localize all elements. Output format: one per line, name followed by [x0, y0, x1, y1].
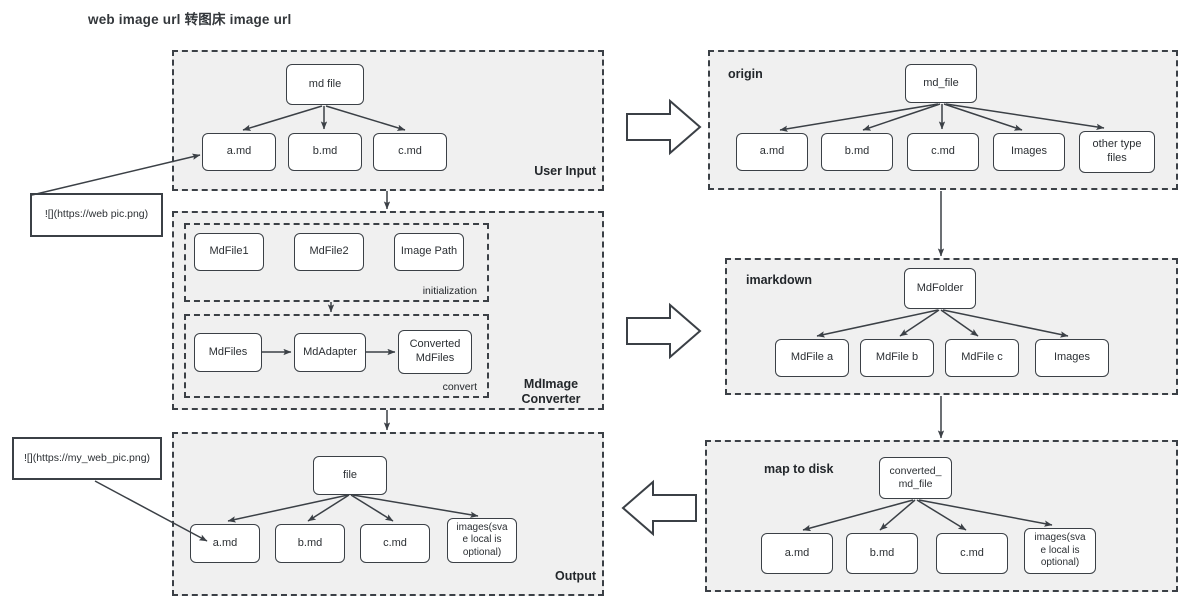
- node-origin-root[interactable]: md_file: [905, 64, 977, 103]
- node-convert-1[interactable]: MdAdapter: [294, 333, 366, 372]
- node-init-0[interactable]: MdFile1: [194, 233, 264, 271]
- node-origin-child-3[interactable]: Images: [993, 133, 1065, 171]
- page-title: web image url 转图床 image url: [88, 12, 292, 27]
- callout-my-web-pic[interactable]: ![](https://my_web_pic.png): [12, 437, 162, 480]
- node-init-1[interactable]: MdFile2: [294, 233, 364, 271]
- node-user-input-root[interactable]: md file: [286, 64, 364, 105]
- panel-label-output: Output: [555, 569, 596, 583]
- node-imarkdown-child-2[interactable]: MdFile c: [945, 339, 1019, 377]
- flow-arrow-top: [626, 98, 702, 156]
- node-map-child-3[interactable]: images(sva e local is optional): [1024, 528, 1096, 574]
- node-user-input-child-0[interactable]: a.md: [202, 133, 276, 171]
- node-imarkdown-root[interactable]: MdFolder: [904, 268, 976, 309]
- node-output-child-0[interactable]: a.md: [190, 524, 260, 563]
- node-imarkdown-child-0[interactable]: MdFile a: [775, 339, 849, 377]
- node-origin-child-1[interactable]: b.md: [821, 133, 893, 171]
- panel-label-user-input: User Input: [534, 164, 596, 178]
- panel-label-origin: origin: [728, 67, 763, 81]
- node-imarkdown-child-3[interactable]: Images: [1035, 339, 1109, 377]
- node-output-child-2[interactable]: c.md: [360, 524, 430, 563]
- node-init-2[interactable]: Image Path: [394, 233, 464, 271]
- node-map-root[interactable]: converted_ md_file: [879, 457, 952, 499]
- node-origin-child-2[interactable]: c.md: [907, 133, 979, 171]
- node-origin-child-0[interactable]: a.md: [736, 133, 808, 171]
- node-user-input-child-1[interactable]: b.md: [288, 133, 362, 171]
- panel-label-mdimage-converter: MdImage Converter: [521, 377, 581, 406]
- node-map-child-1[interactable]: b.md: [846, 533, 918, 574]
- node-convert-0[interactable]: MdFiles: [194, 333, 262, 372]
- node-convert-2[interactable]: Converted MdFiles: [398, 330, 472, 374]
- node-output-child-1[interactable]: b.md: [275, 524, 345, 563]
- flow-arrow-bottom: [621, 479, 697, 537]
- node-origin-child-4[interactable]: other type files: [1079, 131, 1155, 173]
- sub-label-convert: convert: [442, 381, 477, 393]
- panel-label-map-to-disk: map to disk: [764, 462, 834, 476]
- sub-label-initialization: initialization: [422, 285, 477, 297]
- node-map-child-2[interactable]: c.md: [936, 533, 1008, 574]
- panel-label-imarkdown: imarkdown: [746, 273, 812, 287]
- node-output-root[interactable]: file: [313, 456, 387, 495]
- node-output-child-3[interactable]: images(sva e local is optional): [447, 518, 517, 563]
- flow-arrow-middle: [626, 302, 702, 360]
- node-imarkdown-child-1[interactable]: MdFile b: [860, 339, 934, 377]
- node-user-input-child-2[interactable]: c.md: [373, 133, 447, 171]
- callout-web-pic[interactable]: ![](https://web pic.png): [30, 193, 163, 237]
- node-map-child-0[interactable]: a.md: [761, 533, 833, 574]
